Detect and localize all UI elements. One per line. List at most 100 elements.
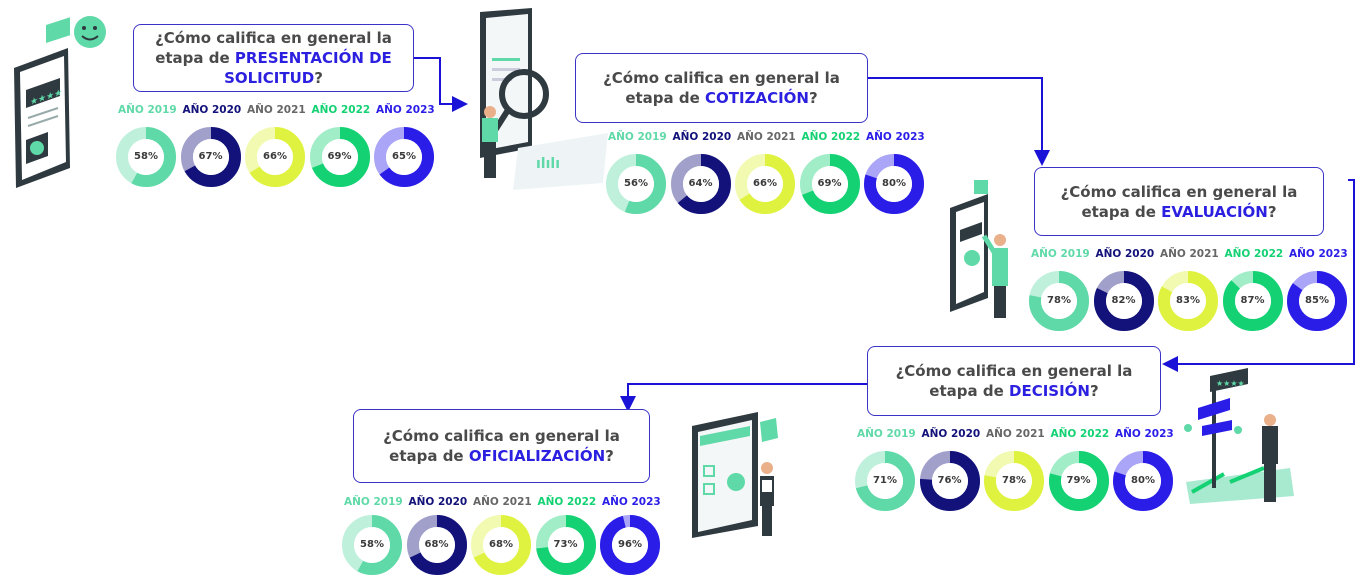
donut-chart: 68% [471,515,531,575]
donut-hole [1299,283,1335,319]
donut-svg [855,451,915,511]
donut-value-label: 80% [882,178,906,189]
year-labels: AÑO 2019 AÑO 2020 AÑO 2021 AÑO 2022 AÑO 2023 [606,131,926,147]
donut-svg [600,515,660,575]
donut-chart: 58% [342,515,402,575]
donut-value-arc [864,154,924,214]
donut-chart: 87% [1222,271,1283,331]
year-label: AÑO 2020 [672,131,732,143]
question-box-oficializacion: ¿Cómo califica en general la etapa de OF… [353,409,650,483]
donut-value-label: 68% [489,539,513,550]
donut-hole [547,527,584,563]
year-label: AÑO 2023 [866,131,925,143]
donut-svg [1029,271,1089,331]
donut-chart: 78% [1029,271,1089,331]
donut-row: 58% 68% 68% 73%96% [342,515,662,575]
year-label: AÑO 2022 [1050,428,1110,440]
donut-hole [257,139,293,175]
donut-value-label: 80% [1131,475,1155,486]
donut-chart: 58% [116,127,176,187]
question-text: ¿Cómo califica en general la etapa de CO… [603,69,840,107]
donut-chart: 73% [535,515,596,575]
donut-svg [799,154,860,214]
donut-hole [931,463,968,499]
donut-value-arc [116,127,176,187]
year-label: AÑO 2020 [1095,248,1155,260]
donut-chart: 64% [670,154,731,214]
donut-chart: 82% [1093,271,1154,331]
question-text: ¿Cómo califica en general la etapa de OF… [383,427,620,465]
year-label: AÑO 2021 [247,104,306,116]
donut-value-arc [1048,451,1109,511]
donut-chart: 80% [1113,451,1173,511]
donut-value-label: 65% [392,151,416,162]
donut-hole [418,527,455,563]
donut-hole [1105,283,1142,319]
year-label: AÑO 2023 [602,496,661,508]
donut-hole [354,527,390,563]
donut-value-label: 76% [937,475,962,486]
donut-chart: 83% [1158,271,1218,331]
donut-hole [128,139,164,175]
year-label: AÑO 2022 [311,104,371,116]
donut-svg [406,515,467,575]
donut-value-arc [984,451,1044,511]
donut-value-arc [309,127,370,187]
donut-chart: 65% [374,127,434,187]
donut-value-arc [1029,271,1089,331]
donut-value-arc [799,154,860,214]
year-label: AÑO 2021 [473,496,532,508]
donut-svg [1287,271,1347,331]
donut-value-arc [1222,271,1283,331]
donut-svg [1093,271,1154,331]
donut-hole [1060,463,1097,499]
donut-svg [919,451,980,511]
donut-value-label: 66% [263,151,287,162]
donut-value-label: 71% [873,475,897,486]
donut-chart: 69% [309,127,370,187]
question-text: ¿Cómo califica en general la etapa de EV… [1060,182,1298,221]
arrow-4 [620,383,868,412]
donut-svg [984,451,1044,511]
donut-value-label: 58% [360,539,384,550]
donut-value-arc [374,127,434,187]
donut-chart: 76% [919,451,980,511]
year-label: AÑO 2022 [801,131,861,143]
year-label: AÑO 2019 [344,496,403,508]
donut-hole [996,463,1032,499]
year-label: AÑO 2023 [1115,428,1174,440]
donut-value-label: 82% [1111,295,1136,306]
arrow-1 [414,57,468,112]
donut-value-arc [606,154,666,214]
donut-chart: 66% [735,154,795,214]
question-box-decision: ¿Cómo califica en general la etapa de DE… [867,346,1161,416]
year-label: AÑO 2022 [1224,248,1284,260]
year-label: AÑO 2019 [608,131,667,143]
question-box-evaluacion: ¿Cómo califica en general la etapa de EV… [1034,167,1324,236]
donut-chart: 66% [245,127,305,187]
donut-value-label: 68% [424,539,449,550]
donut-value-label: 58% [134,151,158,162]
donut-row: 56%64%66%69%80% [606,154,926,214]
donut-svg [1158,271,1218,331]
year-label: AÑO 2021 [737,131,796,143]
donut-value-arc [600,515,660,575]
donut-hole [1125,463,1161,499]
donut-svg [1222,271,1283,331]
donut-chart: 96% [600,515,660,575]
donut-value-arc [1113,451,1173,511]
clipboard-rating-illustration: ★★★★ [14,16,106,188]
donut-svg [180,127,241,187]
donut-value-arc [919,451,980,511]
donut-chart: 79% [1048,451,1109,511]
donut-hole [618,166,654,202]
donut-value-label: 85% [1305,295,1329,306]
donut-svg [1048,451,1109,511]
donut-svg [670,154,731,214]
donut-hole [1170,283,1206,319]
question-text: ¿Cómo califica en general la etapa de DE… [895,362,1133,400]
year-label: AÑO 2020 [182,104,242,116]
